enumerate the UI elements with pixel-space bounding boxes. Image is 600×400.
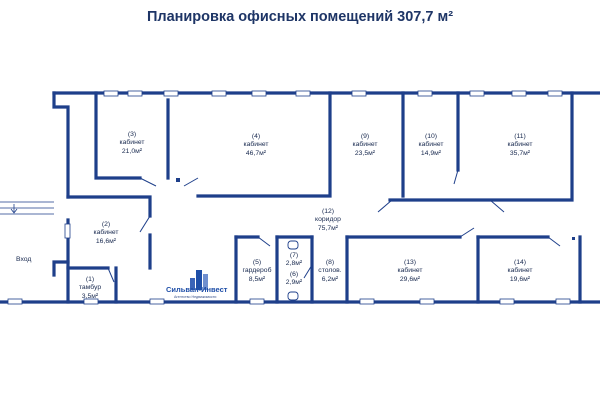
door	[459, 227, 475, 238]
entrance-label: Вход	[16, 256, 32, 263]
logo-name: Сильван-Инвест	[166, 285, 228, 294]
room-8: (8)столов.6,2м²	[318, 259, 342, 283]
entrance-arrow	[10, 204, 18, 214]
window	[351, 90, 367, 97]
window	[64, 223, 71, 239]
door	[303, 264, 313, 279]
column	[176, 178, 180, 182]
window	[211, 90, 227, 97]
logo-building-icon	[190, 270, 208, 290]
door	[257, 236, 271, 247]
window	[419, 298, 435, 305]
window	[163, 90, 179, 97]
wall-4-9	[196, 91, 332, 198]
door	[183, 177, 199, 187]
wc-unit	[287, 291, 299, 301]
window	[499, 298, 515, 305]
door	[489, 199, 505, 213]
window	[127, 90, 143, 97]
window	[83, 298, 99, 305]
window	[359, 298, 375, 305]
wall-3-4	[94, 91, 142, 180]
window	[555, 298, 571, 305]
window	[7, 298, 23, 305]
door	[547, 236, 561, 247]
wall-room2-top	[66, 195, 152, 218]
logo-subtitle: Агентство Недвижимости	[174, 295, 217, 299]
outer-wall-left-lower	[52, 218, 70, 277]
window	[149, 298, 165, 305]
window	[417, 90, 433, 97]
company-logo: Сильван-Инвест Агентство Недвижимости	[158, 268, 238, 304]
wall-corridor-right	[388, 91, 574, 202]
room-6: (6)2,9м²	[285, 271, 303, 287]
outer-wall-left	[52, 91, 70, 199]
door	[139, 177, 157, 187]
room-7: (7)2,8м²	[285, 252, 303, 268]
window	[295, 90, 311, 97]
column	[572, 237, 575, 240]
plan-title: Планировка офисных помещений 307,7 м²	[146, 9, 454, 25]
door	[139, 215, 151, 233]
window	[103, 90, 119, 97]
window	[249, 298, 265, 305]
door	[453, 169, 459, 185]
door	[107, 267, 115, 283]
window	[469, 90, 485, 97]
window	[251, 90, 267, 97]
window	[547, 90, 563, 97]
entrance-steps	[0, 201, 54, 215]
window	[511, 90, 527, 97]
door	[377, 199, 393, 213]
wc-unit	[287, 240, 299, 250]
